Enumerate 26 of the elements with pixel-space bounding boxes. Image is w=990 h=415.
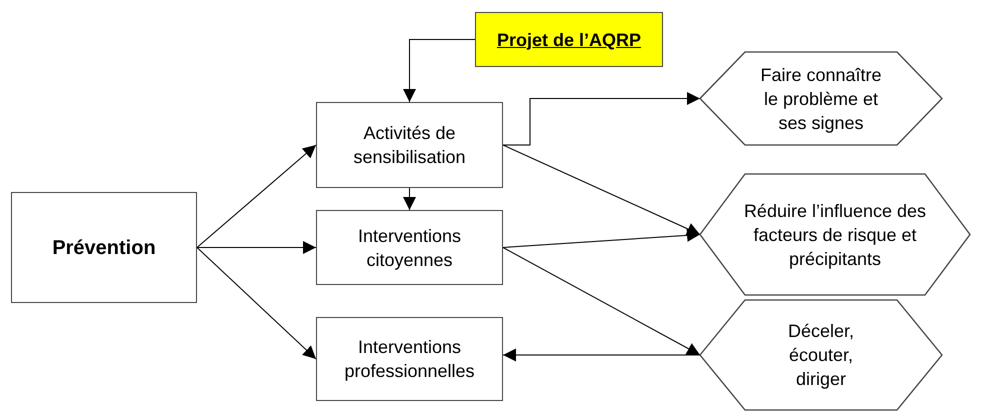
arrow (196, 247, 316, 360)
node-label: Activités de sensibilisation (352, 122, 467, 169)
arrow (502, 348, 700, 362)
arrow (196, 241, 316, 254)
process-box (11, 192, 197, 303)
arrow (502, 144, 700, 236)
arrow (502, 92, 700, 146)
process-box (475, 12, 663, 67)
arrow (196, 144, 316, 248)
node-label: Prévention (52, 236, 156, 260)
arrow (403, 39, 476, 102)
hexagon-node (700, 52, 942, 145)
node-label: Interventions citoyennes (356, 224, 462, 272)
hexagon-node (700, 300, 942, 410)
process-box (316, 102, 503, 188)
title-label: Projet de l’AQRP (496, 28, 642, 52)
node-label: Interventions professionnelles (343, 336, 476, 383)
process-box (316, 210, 503, 285)
arrow (502, 228, 700, 248)
node-label: Faire connaître le problème et ses signes (759, 64, 883, 134)
process-box (316, 317, 503, 401)
arrow (403, 188, 416, 210)
arrow (502, 247, 700, 356)
hexagon-node (700, 174, 970, 295)
node-label: Réduire l’influence des facteurs de risque et précipitants (742, 200, 928, 270)
node-label: Déceler, écouter, diriger (786, 320, 856, 391)
